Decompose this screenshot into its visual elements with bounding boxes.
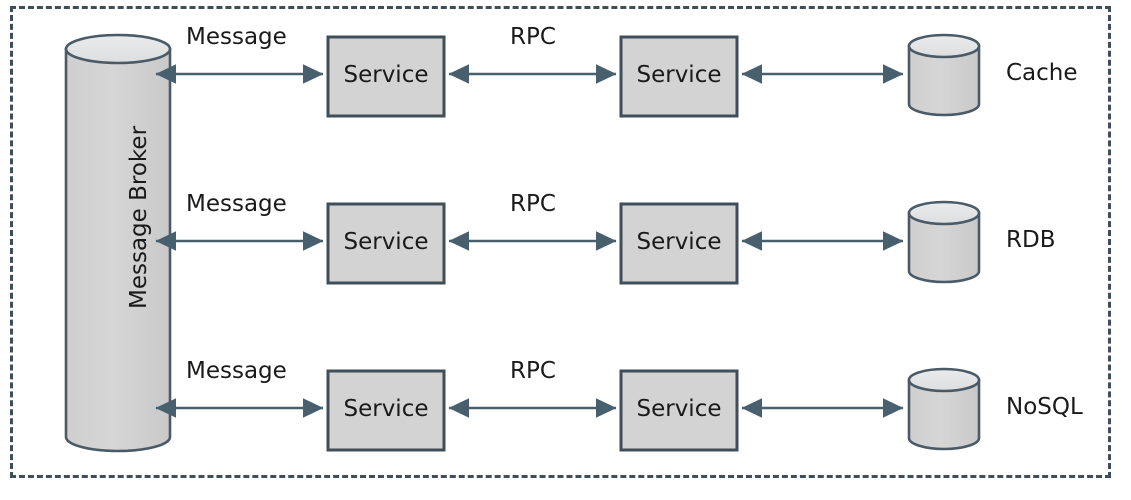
- message-broker-label: Message Broker: [126, 125, 152, 309]
- service-label-b-row-rdb: Service: [636, 229, 722, 255]
- store-label-nosql: NoSQL: [1006, 394, 1083, 420]
- store-cylinder-rdb[interactable]: [907, 200, 981, 284]
- edge-label-rpc-row-nosql: RPC: [510, 358, 556, 384]
- service-label-b-row-nosql: Service: [636, 396, 722, 422]
- service-box-b-row-rdb[interactable]: [619, 202, 739, 285]
- row-nosql-shapes: [155, 367, 981, 452]
- store-label-cache: Cache: [1006, 60, 1078, 86]
- store-label-rdb: RDB: [1006, 227, 1056, 253]
- row-cache-shapes: [155, 33, 981, 118]
- service-box-b-row-nosql[interactable]: [619, 369, 739, 452]
- service-label-a-row-nosql: Service: [343, 396, 429, 422]
- service-box-a-row-nosql[interactable]: [326, 369, 446, 452]
- edge-label-message-row-rdb: Message: [186, 191, 287, 217]
- row-rdb-shapes: [155, 200, 981, 285]
- message-broker-cylinder[interactable]: [64, 33, 172, 453]
- service-box-a-row-rdb[interactable]: [326, 202, 446, 285]
- store-cylinder-nosql[interactable]: [907, 367, 981, 451]
- edge-label-message-row-cache: Message: [186, 24, 287, 50]
- edge-label-rpc-row-cache: RPC: [510, 24, 556, 50]
- system-boundary: [10, 6, 1111, 478]
- service-label-b-row-cache: Service: [636, 62, 722, 88]
- service-box-b-row-cache[interactable]: [619, 35, 739, 118]
- edge-label-message-row-nosql: Message: [186, 358, 287, 384]
- service-box-a-row-cache[interactable]: [326, 35, 446, 118]
- store-cylinder-cache[interactable]: [907, 33, 981, 117]
- service-label-a-row-rdb: Service: [343, 229, 429, 255]
- service-label-a-row-cache: Service: [343, 62, 429, 88]
- edge-label-rpc-row-rdb: RPC: [510, 191, 556, 217]
